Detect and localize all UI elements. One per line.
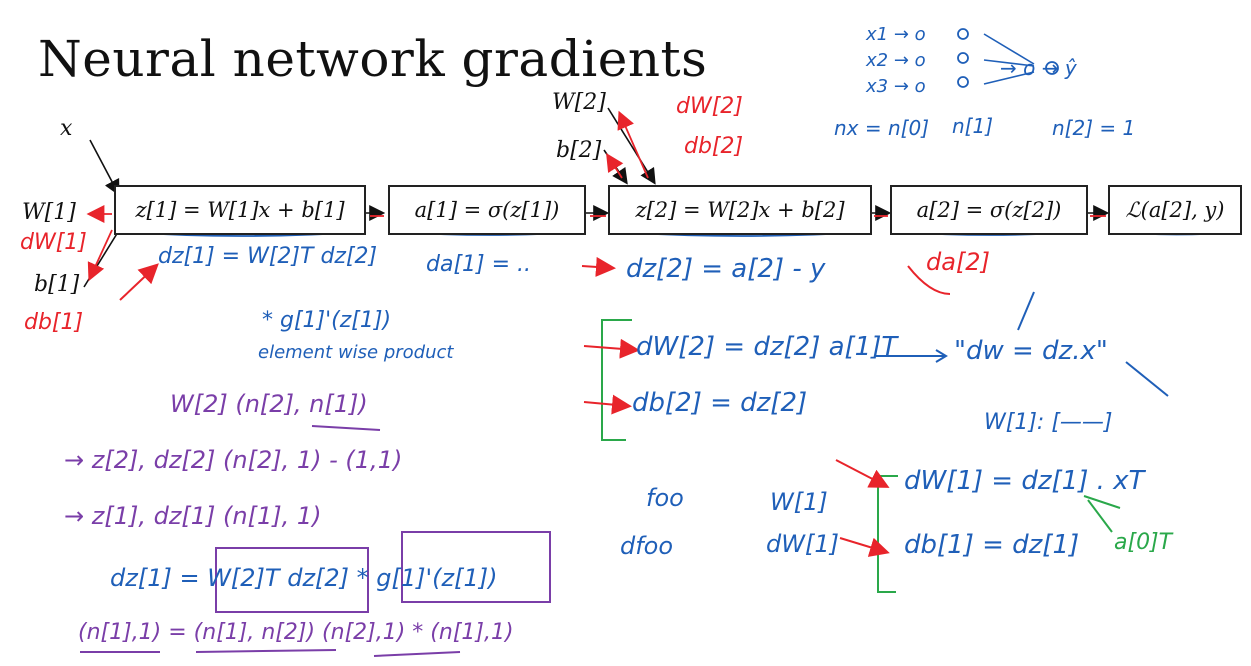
eq-w1-shape: W[1]: [——]: [984, 410, 1113, 435]
eq-da1: da[1] = ..: [426, 252, 532, 277]
eq-db1: db[1] = dz[1]: [904, 530, 1080, 560]
input-w2: W[2]: [552, 90, 606, 115]
node-a2: a[2] = σ(z[2]): [890, 185, 1088, 235]
eq-dw1: dW[1] = dz[1] . xT: [904, 466, 1145, 496]
dim-z2: → z[2], dz[2] (n[2], 1) - (1,1): [64, 446, 403, 474]
note-x2: x2 → o: [866, 50, 926, 71]
eq-dz1: dz[1] = W[2]T dz[2]: [158, 244, 378, 269]
b1-input-line: [83, 231, 119, 288]
node-z2: z[2] = W[2]x + b[2]: [608, 185, 872, 235]
dim-w2: W[2] (n[2], n[1]): [170, 390, 368, 418]
label-dw2: dW[2]: [676, 94, 743, 119]
label-a0t: a[0]T: [1114, 530, 1173, 555]
eq-dw2: dW[2] = dz[2] a[1]T: [636, 332, 898, 362]
slide-title: Neural network gradients: [38, 30, 708, 88]
dim-dz1-shapes: (n[1],1) = (n[1], n[2]) (n[2],1) * (n[1]…: [78, 620, 514, 645]
note-n2: n[2] = 1: [1052, 116, 1136, 140]
input-x: x: [60, 116, 73, 141]
note-nx: nx = n[0]: [834, 116, 929, 140]
eq-dz1-full: dz[1] = W[2]T dz[2] * g[1]'(z[1]): [110, 564, 498, 592]
dim-z1: → z[1], dz[1] (n[1], 1): [64, 502, 322, 530]
note-dfoo: dfoo: [620, 532, 674, 560]
note-w1: W[1]: [770, 488, 828, 516]
eq-dz2: dz[2] = a[2] - y: [626, 254, 826, 284]
label-dw1: dW[1]: [20, 230, 87, 255]
note-x3: x3 → o: [866, 76, 926, 97]
eq-g1prime: * g[1]'(z[1]): [262, 308, 392, 333]
note-dw1: dW[1]: [766, 530, 839, 558]
note-output: → o → ŷ: [1000, 56, 1077, 80]
input-w1: W[1]: [22, 200, 76, 225]
note-elementwise: element wise product: [258, 342, 454, 363]
node-z1: z[1] = W[1]x + b[1]: [114, 185, 366, 235]
label-db1: db[1]: [24, 310, 84, 335]
node-loss: ℒ(a[2], y): [1108, 185, 1242, 235]
note-foo: foo: [646, 484, 684, 512]
input-b2: b[2]: [556, 138, 602, 163]
x-input-arrow: [89, 139, 120, 196]
eq-dw-generic: "dw = dz.x": [954, 336, 1108, 366]
node-a1: a[1] = σ(z[1]): [388, 185, 586, 235]
label-da2: da[2]: [926, 248, 990, 276]
input-b1: b[1]: [34, 272, 80, 297]
label-db2: db[2]: [684, 134, 744, 159]
note-x1: x1 → o: [866, 24, 926, 45]
eq-db2: db[2] = dz[2]: [632, 388, 808, 418]
note-n1: n[1]: [952, 114, 994, 138]
w2-input-arrow: [607, 107, 656, 185]
